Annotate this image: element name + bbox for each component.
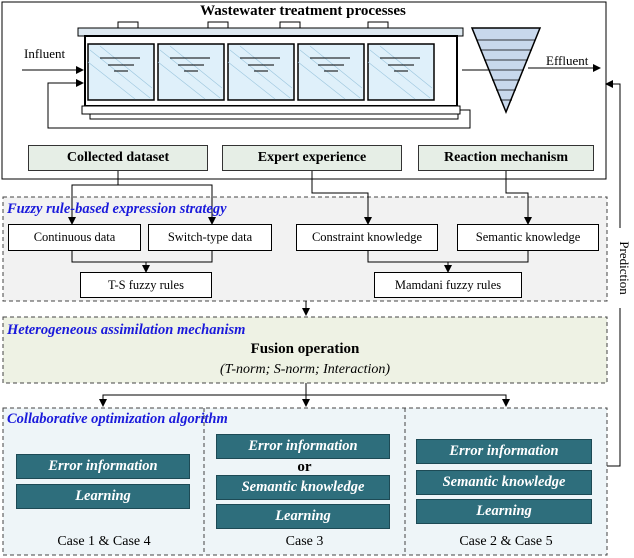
collected-dataset-box: Collected dataset (28, 145, 208, 171)
collab-section-title: Collaborative optimization algorithm (7, 411, 228, 427)
case14-label: Case 1 & Case 4 (57, 534, 151, 549)
ts-fuzzy-rules-box: T-S fuzzy rules (80, 272, 212, 298)
switch-type-data-box: Switch-type data (148, 224, 272, 251)
hetero-panel (2, 316, 608, 384)
recycle-loop (47, 79, 471, 129)
tank-vent (367, 21, 389, 29)
case14-error-information: Error information (16, 454, 190, 479)
case3-learning: Learning (216, 504, 390, 529)
case14-learning: Learning (16, 484, 190, 509)
prediction-label: Prediction (616, 228, 632, 308)
treatment-title: Wastewater treatment processes (200, 3, 406, 19)
tank-top-rim (77, 27, 464, 37)
clarifier-lines (477, 39, 535, 101)
influent-label: Influent (24, 46, 66, 61)
case25-learning: Learning (416, 499, 592, 524)
case3-error-information: Error information (216, 434, 390, 459)
semantic-knowledge-box: Semantic knowledge (457, 224, 599, 251)
fusion-operation-label: Fusion operation (250, 341, 360, 357)
continuous-data-box: Continuous data (8, 224, 141, 251)
norms-label: (T-norm; S-norm; Interaction) (219, 362, 391, 377)
hetero-section-title: Heterogeneous assimilation mechanism (7, 322, 246, 338)
tank-vent (207, 21, 229, 29)
expert-experience-box: Expert experience (222, 145, 402, 171)
case3-semantic-knowledge: Semantic knowledge (216, 475, 390, 500)
tank-compartments (87, 43, 435, 101)
tank-vent (279, 21, 301, 29)
case25-semantic-knowledge: Semantic knowledge (416, 470, 592, 495)
constraint-knowledge-box: Constraint knowledge (296, 224, 438, 251)
case3-label: Case 3 (285, 534, 324, 549)
fuzzy-section-title: Fuzzy rule-based expression strategy (7, 201, 227, 217)
case25-label: Case 2 & Case 5 (459, 534, 553, 549)
case3-or-label: or (297, 459, 312, 475)
connectors (68, 170, 532, 407)
tank-base (81, 105, 461, 115)
mamdani-fuzzy-rules-box: Mamdani fuzzy rules (374, 272, 522, 298)
case25-error-information: Error information (416, 439, 592, 464)
tank-vent (117, 21, 139, 29)
effluent-label: Effluent (546, 53, 589, 68)
water-levels (100, 57, 420, 72)
reaction-mechanism-box: Reaction mechanism (418, 145, 594, 171)
tank-base-lower (89, 113, 459, 120)
